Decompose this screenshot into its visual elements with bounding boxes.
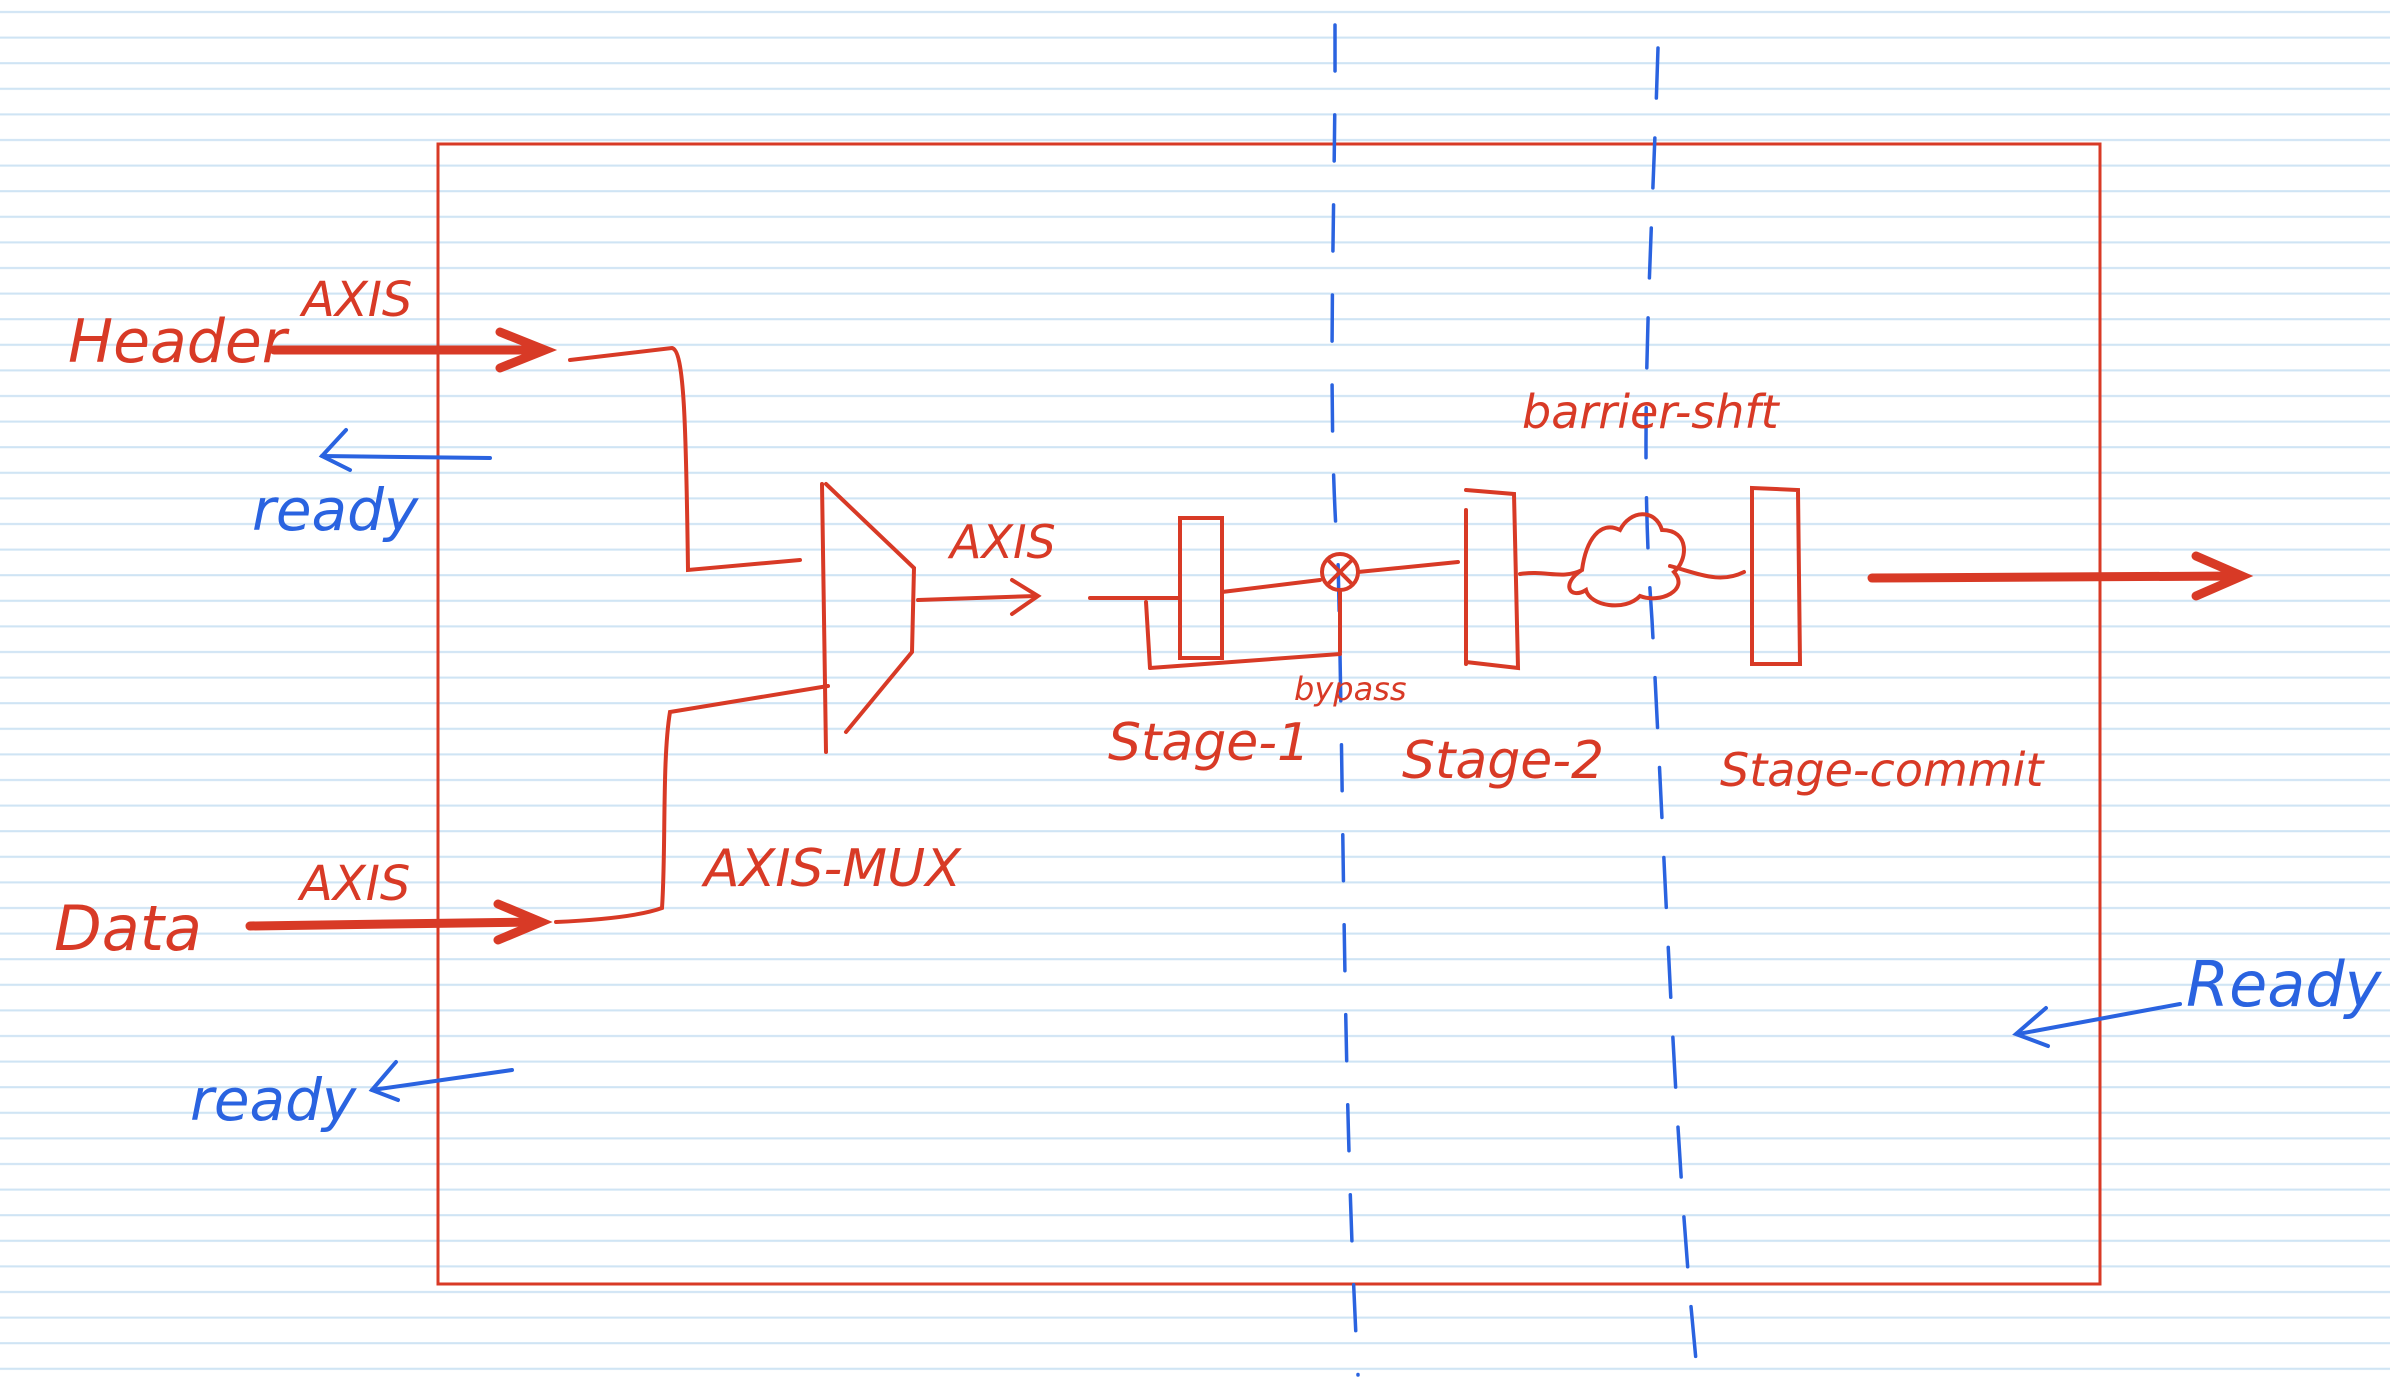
header-input-arrow bbox=[269, 327, 558, 373]
stage-commit-label: Stage-commit bbox=[1720, 743, 2045, 797]
data-label: Data bbox=[54, 892, 202, 965]
barrier-label: barrier-shft bbox=[1522, 385, 1781, 439]
pipeline-boundary-2 bbox=[1644, 46, 1698, 1362]
header-label: Header bbox=[68, 307, 290, 377]
bypass-label: bypass bbox=[1294, 670, 1407, 708]
data-protocol-label: AXIS bbox=[297, 856, 410, 912]
junction-to-stage2-wire bbox=[1356, 560, 1460, 574]
output-ready-label: Ready bbox=[2186, 948, 2383, 1021]
header-ready-arrow bbox=[318, 428, 492, 472]
data-input-arrow bbox=[245, 899, 553, 945]
data-ready-label: ready bbox=[190, 1066, 357, 1134]
header-to-mux-wire bbox=[568, 345, 802, 573]
stage2-register bbox=[1464, 488, 1521, 671]
stage1-label: Stage-1 bbox=[1108, 713, 1310, 773]
output-ready-arrow bbox=[2012, 1002, 2182, 1048]
barrier-shift-cloud bbox=[1518, 512, 1746, 608]
mux-label: AXIS-MUX bbox=[701, 839, 962, 899]
header-protocol-label: AXIS bbox=[299, 272, 412, 328]
stage1-to-mux-wire bbox=[1220, 578, 1322, 594]
data-ready-arrow bbox=[368, 1060, 514, 1102]
stage1-register bbox=[1088, 516, 1342, 670]
output-arrow bbox=[1867, 551, 2254, 601]
header-ready-label: ready bbox=[252, 476, 419, 544]
data-to-mux-wire bbox=[554, 684, 830, 924]
axis-mux-shape bbox=[820, 482, 917, 754]
module-box bbox=[436, 142, 2102, 1286]
stage-commit-register bbox=[1750, 485, 1803, 666]
mux-output-protocol-label: AXIS bbox=[947, 515, 1056, 569]
stage2-label: Stage-2 bbox=[1402, 731, 1604, 791]
mux-output-arrow bbox=[916, 578, 1042, 616]
